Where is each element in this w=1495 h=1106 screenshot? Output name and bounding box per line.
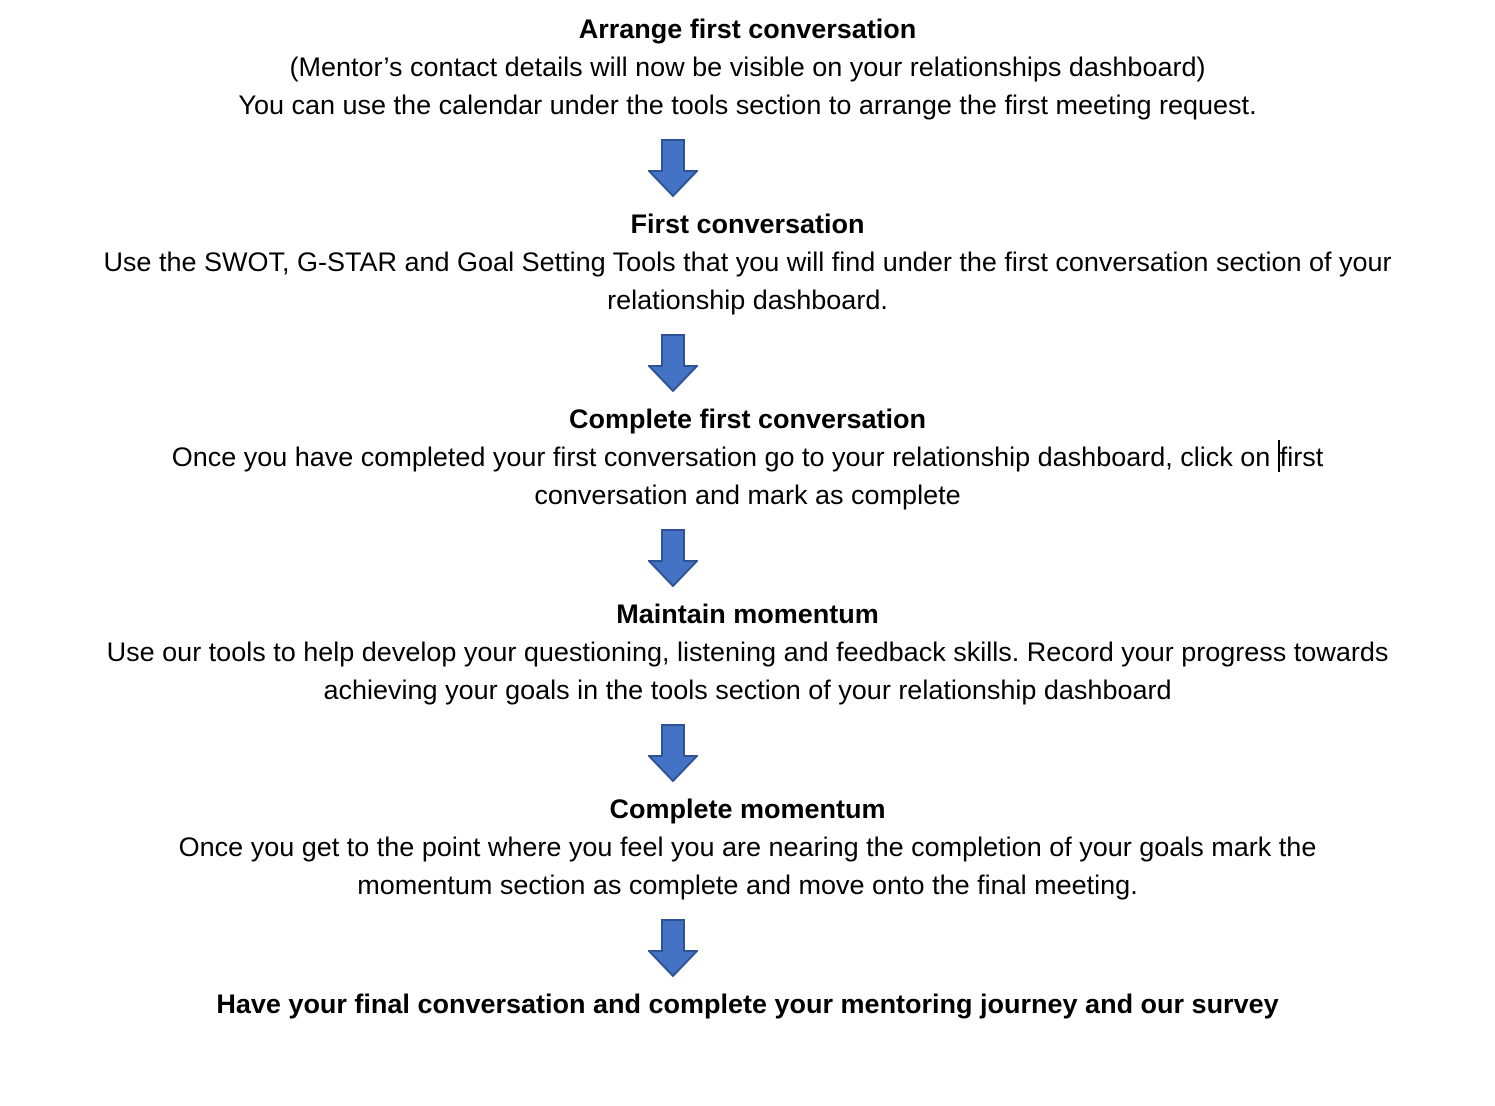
down-arrow-icon [647,139,698,197]
step-text-line: relationship dashboard. [607,285,888,315]
flow-arrow-row [0,334,1420,392]
step-text-line: (Mentor’s contact details will now be vi… [289,52,1206,82]
step-text-line: Once you have completed your first conve… [0,438,1495,476]
step-heading: Complete momentum [609,794,886,824]
step-first-conversation: First conversation Use the SWOT, G-STAR … [0,205,1495,319]
step-complete-first-conversation: Complete first conversation Once you hav… [0,400,1495,514]
mentoring-journey-flowchart: Arrange first conversation (Mentor’s con… [0,10,1495,1023]
step-final-conversation: Have your final conversation and complet… [0,985,1495,1023]
down-arrow-icon [647,919,698,977]
flow-arrow-row [0,529,1420,587]
step-heading: Have your final conversation and complet… [216,989,1279,1019]
step-heading: Maintain momentum [616,599,879,629]
flow-arrow-row [0,919,1420,977]
step-text: first [1279,442,1324,472]
step-text-line: momentum section as complete and move on… [357,870,1138,900]
text-cursor [1277,440,1280,472]
step-maintain-momentum: Maintain momentum Use our tools to help … [0,595,1495,709]
down-arrow-icon [647,529,698,587]
step-heading: Arrange first conversation [578,14,917,44]
step-text-line: Use the SWOT, G-STAR and Goal Setting To… [103,247,1392,277]
step-text-line: You can use the calendar under the tools… [238,90,1257,120]
step-heading: First conversation [630,209,865,239]
step-arrange-first-conversation: Arrange first conversation (Mentor’s con… [0,10,1495,124]
flow-arrow-row [0,139,1420,197]
step-text-line: achieving your goals in the tools sectio… [323,675,1172,705]
step-text-line: conversation and mark as complete [534,480,961,510]
flow-arrow-row [0,724,1420,782]
step-text-line: Once you get to the point where you feel… [178,832,1317,862]
step-text-line: Use our tools to help develop your quest… [106,637,1389,667]
step-complete-momentum: Complete momentum Once you get to the po… [0,790,1495,904]
step-heading: Complete first conversation [568,404,927,434]
down-arrow-icon [647,334,698,392]
down-arrow-icon [647,724,698,782]
step-text: Once you have completed your first conve… [171,442,1278,472]
